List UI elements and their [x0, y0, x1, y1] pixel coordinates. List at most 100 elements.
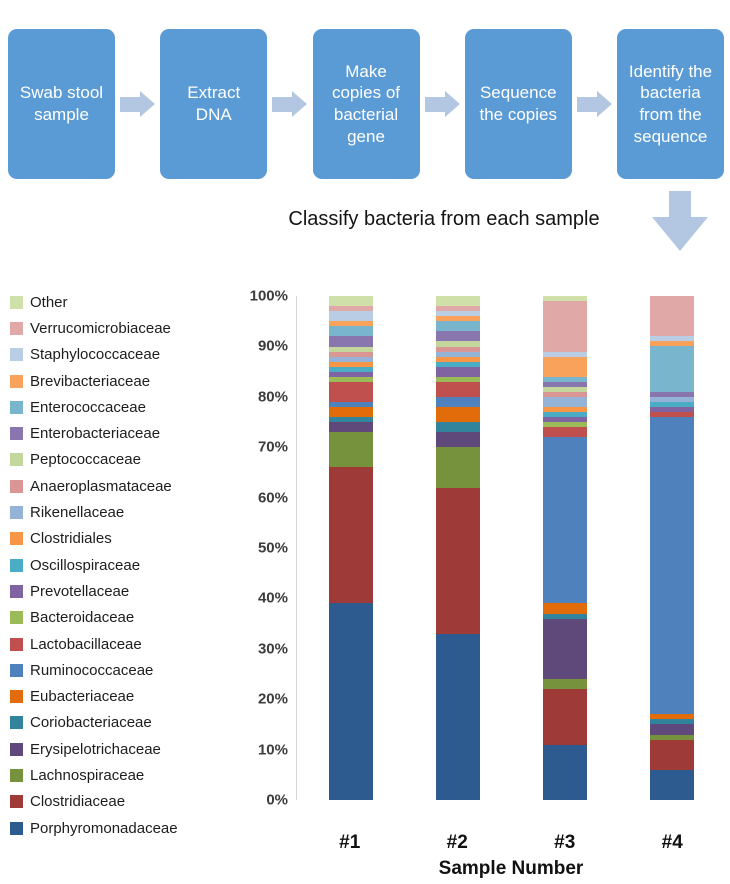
bar-segment-rikenellaceae: [543, 396, 588, 407]
bar-segment-prevotellaceae: [435, 366, 480, 377]
legend-swatch: [10, 584, 23, 598]
bar-segment-clostridiales: [435, 356, 480, 362]
legend-item-coriobacteriaceae: Coriobacteriaceae: [10, 710, 178, 736]
bar-segment-brevibacteriaceae: [543, 356, 588, 377]
bar-segment-staphylococcaceae: [543, 351, 588, 357]
y-tick-label: 100%: [249, 287, 288, 305]
legend-label: Lachnospiraceae: [30, 766, 145, 784]
legend-label: Ruminococcaceae: [30, 661, 154, 679]
bar-segment-oscillospiraceae: [543, 411, 588, 418]
bar-segment-bacteroidaceae: [543, 422, 588, 428]
bar-segment-other: [328, 296, 373, 307]
legend-swatch: [10, 716, 23, 730]
legend-item-verrucomicrobiaceae: Verrucomicrobiaceae: [10, 315, 178, 341]
bar-segment-lactobacillaceae: [435, 381, 480, 397]
legend-label: Brevibacteriaceae: [30, 372, 151, 390]
bar-segment-coriobacteriaceae: [328, 417, 373, 423]
y-tick-label: 90%: [257, 337, 288, 355]
legend-swatch: [10, 506, 23, 520]
legend-swatch: [10, 295, 23, 309]
legend-swatch: [10, 348, 23, 362]
flow-step-label: Sequence the copies: [479, 83, 558, 124]
legend-label: Coriobacteriaceae: [30, 714, 152, 732]
x-category-label: #4: [661, 832, 683, 853]
flow-step-label: Identify the bacteria from the sequence: [628, 61, 713, 146]
legend-item-staphylococcaceae: Staphylococcaceae: [10, 342, 178, 368]
bar-segment-oscillospiraceae: [650, 401, 695, 407]
y-tick-label: 70%: [257, 438, 288, 456]
bar-segment-peptococcaceae: [328, 346, 373, 352]
bar-segment-lactobacillaceae: [328, 381, 373, 402]
legend-item-porphyromonadaceae: Porphyromonadaceae: [10, 815, 178, 841]
flow-step-2: Extract DNA: [160, 29, 268, 179]
bar-slot-2: [404, 296, 511, 800]
legend-label: Other: [30, 293, 68, 311]
legend-item-ruminococcaceae: Ruminococcaceae: [10, 657, 178, 683]
legend-swatch: [10, 532, 23, 546]
flow-step-3: Make copies of bacterial gene: [312, 29, 420, 179]
legend-swatch: [10, 742, 23, 756]
bar-slot-3: [512, 296, 619, 800]
flow-arrow-icon: [576, 96, 597, 112]
bar-segment-anaeroplasmataceae: [328, 351, 373, 357]
bar-segment-porphyromonadaceae: [543, 744, 588, 800]
bar-segment-enterobacteriaceae: [328, 336, 373, 347]
legend-label: Verrucomicrobiaceae: [30, 319, 171, 337]
y-tick-label: 40%: [257, 589, 288, 607]
legend-item-clostridiales: Clostridiales: [10, 526, 178, 552]
flow-arrow-icon: [272, 96, 293, 112]
bar-segment-oscillospiraceae: [435, 361, 480, 367]
bar-segment-coriobacteriaceae: [435, 422, 480, 433]
legend-item-lactobacillaceae: Lactobacillaceae: [10, 631, 178, 657]
flow-arrow-icon: [424, 96, 445, 112]
y-tick-label: 30%: [257, 640, 288, 658]
legend-label: Anaeroplasmataceae: [30, 477, 172, 495]
bar-segment-enterococcaceae: [650, 346, 695, 392]
x-category-label: #1: [339, 832, 361, 853]
bar-segment-porphyromonadaceae: [650, 769, 695, 800]
legend-label: Lactobacillaceae: [30, 635, 142, 653]
legend-label: Enterobacteriaceae: [30, 425, 161, 443]
y-tick-label: 80%: [257, 388, 288, 406]
x-category-label: #2: [446, 832, 468, 853]
down-arrow-icon: [652, 191, 708, 251]
legend-swatch: [10, 427, 23, 441]
legend-item-clostridiaceae: Clostridiaceae: [10, 789, 178, 815]
bar-segment-clostridiaceae: [328, 467, 373, 604]
bar-segment-brevibacteriaceae: [328, 321, 373, 327]
legend-label: Erysipelotrichaceae: [30, 740, 161, 758]
bar-segment-erysipelotrichaceae: [650, 724, 695, 735]
bar-segment-clostridiales: [328, 361, 373, 367]
stacked-bar-2: [435, 296, 480, 800]
y-axis: 0%10%20%30%40%50%60%70%80%90%100%: [228, 288, 288, 809]
legend-label: Eubacteriaceae: [30, 688, 135, 706]
bar-segment-clostridiaceae: [543, 689, 588, 745]
flow-step-label: Make copies of bacterial gene: [331, 61, 401, 146]
bar-segment-anaeroplasmataceae: [543, 391, 588, 397]
bar-segment-verrucomicrobiaceae: [543, 301, 588, 352]
legend-label: Enterococcaceae: [30, 398, 146, 416]
bar-segment-brevibacteriaceae: [435, 316, 480, 322]
bar-segment-enterobacteriaceae: [650, 391, 695, 397]
bar-segment-lactobacillaceae: [650, 411, 695, 417]
legend-swatch: [10, 690, 23, 704]
bar-segment-staphylococcaceae: [650, 336, 695, 342]
classify-caption: Classify bacteria from each sample: [288, 208, 600, 230]
bar-segment-prevotellaceae: [328, 371, 373, 377]
legend-label: Clostridiales: [30, 530, 112, 548]
bar-segment-ruminococcaceae: [435, 396, 480, 407]
legend-label: Prevotellaceae: [30, 582, 130, 600]
x-category-label: #3: [554, 832, 576, 853]
bar-segment-erysipelotrichaceae: [435, 432, 480, 448]
legend-item-prevotellaceae: Prevotellaceae: [10, 578, 178, 604]
legend-label: Clostridiaceae: [30, 793, 126, 811]
legend-item-other: Other: [10, 289, 178, 315]
legend-swatch: [10, 611, 23, 625]
bar-segment-eubacteriaceae: [328, 406, 373, 417]
bar-segment-lachnospiraceae: [543, 679, 588, 690]
legend-swatch: [10, 453, 23, 467]
bar-segment-staphylococcaceae: [435, 311, 480, 317]
bar-segment-clostridiaceae: [650, 739, 695, 770]
legend-swatch: [10, 321, 23, 335]
